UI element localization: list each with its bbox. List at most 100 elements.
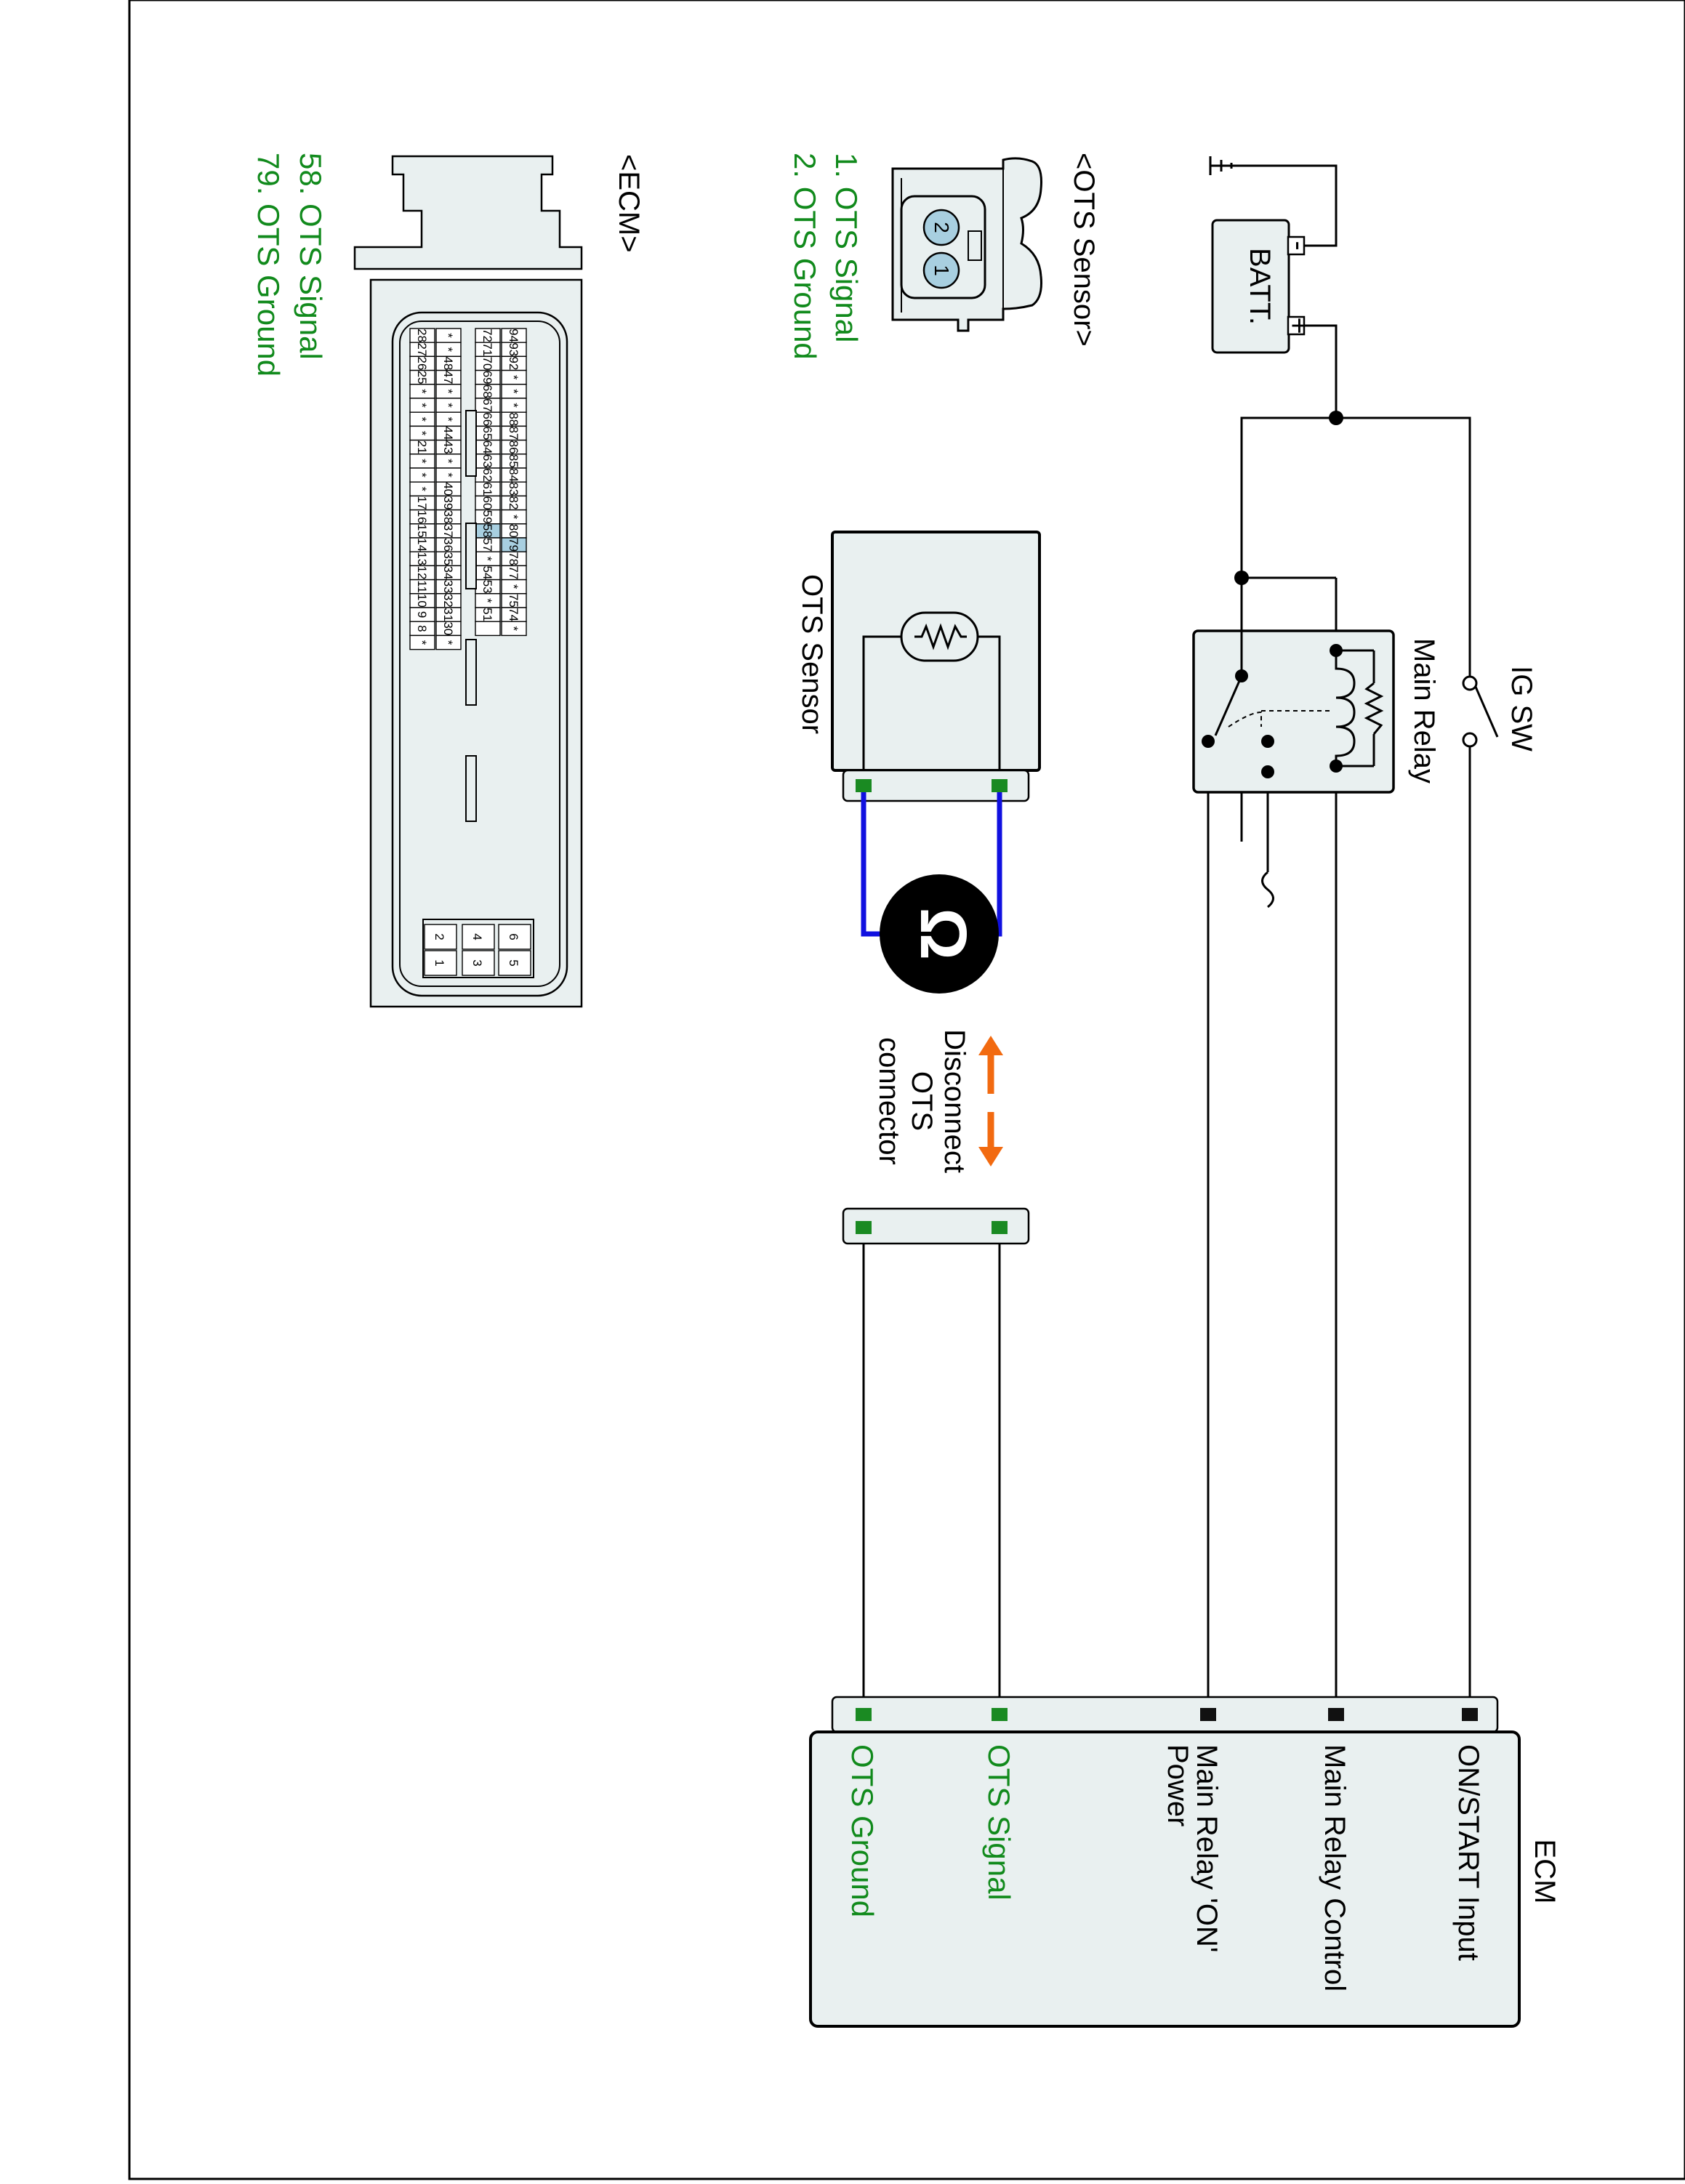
ots-legend-2: 2. OTS Ground <box>788 153 822 360</box>
ecm-pin-label: * <box>507 389 520 394</box>
ecm-pin-label: 68 <box>480 384 494 398</box>
ecm-power-pin-cell <box>498 924 531 950</box>
ig-switch-label: IG SW <box>1505 666 1537 751</box>
ecm-power-pin-label: 4 <box>470 933 484 940</box>
ecm-pin-label: 64 <box>480 440 494 454</box>
ecm-pin-label: 59 <box>480 510 494 524</box>
ecm-pin-label: 40 <box>441 482 455 496</box>
ecm-pin-label: 44 <box>441 427 455 440</box>
ohmmeter: Ω <box>861 792 1002 994</box>
page-frame <box>128 0 1685 2180</box>
ecm-pin-label: 10 <box>415 594 429 608</box>
ecm-pin-label: * <box>507 584 520 589</box>
ecm-connector-view: <ECM> 949392***88878685848382*80797877*7… <box>252 153 645 1008</box>
ecm-pin-label: 53 <box>480 580 494 594</box>
ecm-pin-label: 25 <box>415 371 429 384</box>
ecm-pin-label: 85 <box>507 454 520 468</box>
ecm-pin-label: 43 <box>441 440 455 454</box>
ecm-pin-label: 80 <box>507 524 520 538</box>
ecm-pin-label: 12 <box>415 566 429 580</box>
ecm-pin-label: 70 <box>480 357 494 371</box>
ecm-pin-label: * <box>441 640 455 645</box>
ecm-pin-label: * <box>480 598 494 603</box>
battery-plus: + <box>1283 317 1315 334</box>
ots-sensor-schematic: OTS Sensor <box>796 531 1041 802</box>
ecm-pin-cell <box>501 621 527 637</box>
ecm-pin-label: 75 <box>507 594 520 608</box>
harness-connector <box>842 1207 1030 1245</box>
ecm-pin-label: 48 <box>441 357 455 371</box>
ecm-pin-label: * <box>415 459 429 464</box>
ecm-pin-label: 14 <box>415 538 429 552</box>
ecm-pin-label: 78 <box>507 552 520 565</box>
ecm-key-block <box>465 755 477 822</box>
ecm-pin-label: 30 <box>441 621 455 635</box>
ecm-pin-label: 17 <box>415 496 429 510</box>
disconnect-line2: OTS <box>906 1071 938 1131</box>
ig-switch: IG SW <box>1462 666 1537 751</box>
battery-label: BATT. <box>1244 248 1276 325</box>
ecm-pin-label: 79 <box>507 538 520 552</box>
ecm-power-pin-cell <box>424 950 457 976</box>
ecm-pin-label: * <box>415 416 429 422</box>
ecm-pin-label: * <box>441 389 455 394</box>
ecm-power-pin-cell <box>498 950 531 976</box>
ecm-pin-label: 51 <box>480 608 494 621</box>
ecm-pin-label: 60 <box>480 496 494 510</box>
ecm-pin-label: 93 <box>507 342 520 356</box>
ecm-pin-label: 66 <box>480 412 494 426</box>
ecm-pin-label: 37 <box>441 524 455 538</box>
ecm-pin-label: * <box>415 640 429 645</box>
ecm-key-block <box>465 523 477 589</box>
ecm-pin-label: 84 <box>507 468 520 482</box>
ecm-pin-label: 88 <box>507 412 520 426</box>
ecm-power-pin-cell <box>462 924 495 950</box>
ecm-key-block <box>465 410 477 477</box>
ecm-pin-label: * <box>441 416 455 422</box>
ecm-power-pin-cell <box>424 924 457 950</box>
ecm-power-pin-label: 6 <box>507 933 520 940</box>
ecm-pin-label: * <box>415 472 429 478</box>
battery: - + BATT. <box>1211 219 1315 354</box>
ecm-pin-label: 82 <box>507 496 520 510</box>
ecm-term-on-start: ON/START Input <box>1452 1744 1484 1961</box>
ecm-pin-label: 11 <box>415 580 429 593</box>
ecm-pin-label: 94 <box>507 329 520 342</box>
ecm-pin-label: 34 <box>441 566 455 580</box>
ecm-pin-label: 69 <box>480 371 494 384</box>
ecm-pin-label: * <box>507 375 520 380</box>
ecm-term-relay-power: Main Relay 'ON' <box>1191 1744 1223 1952</box>
ecm-pin-label: 21 <box>415 440 429 454</box>
ecm-term-ots-ground: OTS Ground <box>845 1744 880 1917</box>
ohm-symbol: Ω <box>906 908 979 960</box>
ecm-pin-label: * <box>507 403 520 408</box>
ecm-connector-title: <ECM> <box>613 154 645 253</box>
ecm-legend-79: 79. OTS Ground <box>252 153 286 376</box>
ots-pin-2: 2 <box>930 222 953 233</box>
ecm-pin-label: 27 <box>415 342 429 356</box>
ecm-pin-label: 33 <box>441 580 455 594</box>
ots-sensor-label: OTS Sensor <box>796 574 828 734</box>
ecm-pin-label: 71 <box>480 342 494 356</box>
ecm-pin-label: 38 <box>441 510 455 524</box>
ecm-power-pin-label: 2 <box>433 933 446 940</box>
ecm-pin-label: 8 <box>415 625 429 632</box>
ecm-power-pin-label: 5 <box>507 959 520 966</box>
ots-connector-title: <OTS Sensor> <box>1068 153 1100 347</box>
ecm-power-pin-label: 1 <box>433 959 446 966</box>
ecm-term-ots-signal: OTS Signal <box>982 1744 1016 1901</box>
ecm-pin-label: 39 <box>441 496 455 510</box>
ecm-pin-cell <box>409 634 435 650</box>
ecm-pin-label: 86 <box>507 440 520 454</box>
ecm-pin-label: 15 <box>415 524 429 538</box>
ecm-pin-label: 77 <box>507 566 520 580</box>
ecm-pin-label: 54 <box>480 566 494 580</box>
ecm-pin-label: * <box>415 403 429 408</box>
ecm-pin-label: 63 <box>480 454 494 468</box>
ecm-pin-label: 9 <box>415 611 429 618</box>
disconnect-line1: Disconnect <box>938 1029 970 1173</box>
ecm-pin-label: 35 <box>441 552 455 565</box>
ecm-pin-label: 26 <box>415 357 429 371</box>
